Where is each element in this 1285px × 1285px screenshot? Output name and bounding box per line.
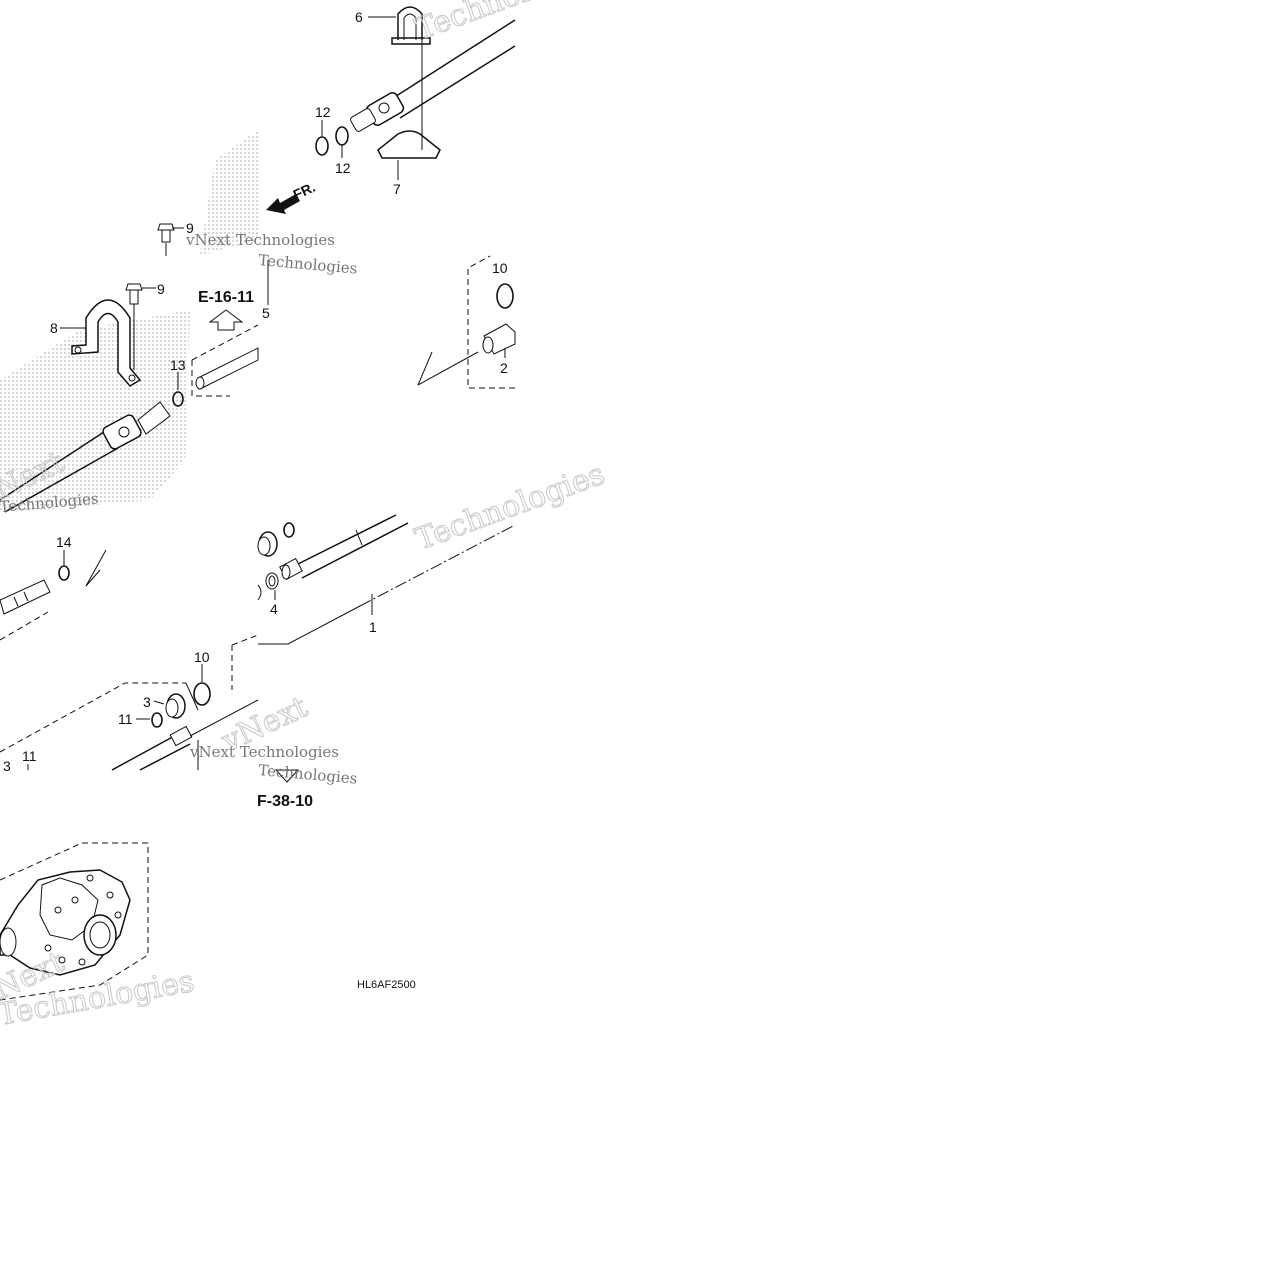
- callout-3b: 3: [3, 758, 11, 774]
- o-ring-12a: [315, 136, 329, 156]
- bearing-4: [265, 572, 279, 590]
- callout-10a: 10: [492, 260, 508, 276]
- o-ring-13: [172, 391, 184, 407]
- watermark-brand-2: vNext Technologies: [189, 743, 339, 761]
- callout-12b: 12: [335, 160, 351, 176]
- callout-10b: 10: [194, 649, 210, 665]
- callout-5: 5: [262, 305, 270, 321]
- universal-joint-mid: [102, 401, 171, 450]
- callout-4: 4: [270, 601, 278, 617]
- dotted-shading: [0, 130, 258, 510]
- watermark-tech-2: Technologies: [258, 251, 358, 278]
- up-arrow-icon: [208, 309, 244, 331]
- seal-top-right: [257, 531, 278, 557]
- callout-8: 8: [50, 320, 58, 336]
- watermark-brand-1: vNext Technologies: [185, 231, 335, 249]
- callout-11b: 11: [22, 748, 37, 764]
- callout-11a: 11: [118, 711, 133, 727]
- top-panel: 6 12 12 7 FR. Technologies: [266, 0, 610, 214]
- callout-9a: 9: [186, 220, 194, 236]
- bottom-panel: Next Technologies HL6AF2500: [0, 842, 416, 1033]
- down-arrow-icon: [274, 769, 300, 783]
- bracket-6: [391, 6, 431, 45]
- o-ring-14: [58, 565, 70, 581]
- o-ring-10a: [496, 283, 514, 309]
- bolt-9b: [125, 283, 143, 305]
- ref-e-16-11: E-16-11: [198, 289, 254, 306]
- seal-3: [165, 693, 186, 719]
- front-marker-label: FR.: [291, 179, 318, 203]
- bracket-8: [71, 299, 142, 387]
- image-code: HL6AF2500: [357, 979, 416, 991]
- callout-13: 13: [170, 357, 186, 373]
- callout-1: 1: [369, 619, 377, 635]
- o-ring-11: [151, 712, 163, 728]
- callout-3a: 3: [143, 694, 151, 710]
- upper-right-panel: 10 2 Technologies: [258, 251, 516, 389]
- output-shaft-14: [0, 579, 51, 615]
- o-ring-12b: [335, 126, 349, 146]
- ref-f-38-10: F-38-10: [257, 793, 313, 810]
- callout-9b: 9: [157, 281, 165, 297]
- callout-2: 2: [500, 360, 508, 376]
- watermark-tech-4: Technologies: [258, 761, 358, 788]
- sleeve-2: [482, 323, 516, 355]
- front-arrow-icon: FR.: [266, 179, 318, 214]
- o-ring-10b: [193, 682, 211, 706]
- rear-differential: [0, 869, 131, 976]
- stub-shaft-13: [195, 347, 259, 390]
- universal-joint-top: [350, 92, 405, 132]
- watermark-tech-3: Technologies: [411, 457, 610, 558]
- spline-end-4: [279, 557, 303, 581]
- callout-12a: 12: [315, 104, 331, 120]
- bracket-7: [377, 130, 441, 159]
- bolt-9a: [157, 223, 175, 243]
- callout-6: 6: [355, 9, 363, 25]
- callout-7: 7: [393, 181, 401, 197]
- callout-14: 14: [56, 534, 72, 550]
